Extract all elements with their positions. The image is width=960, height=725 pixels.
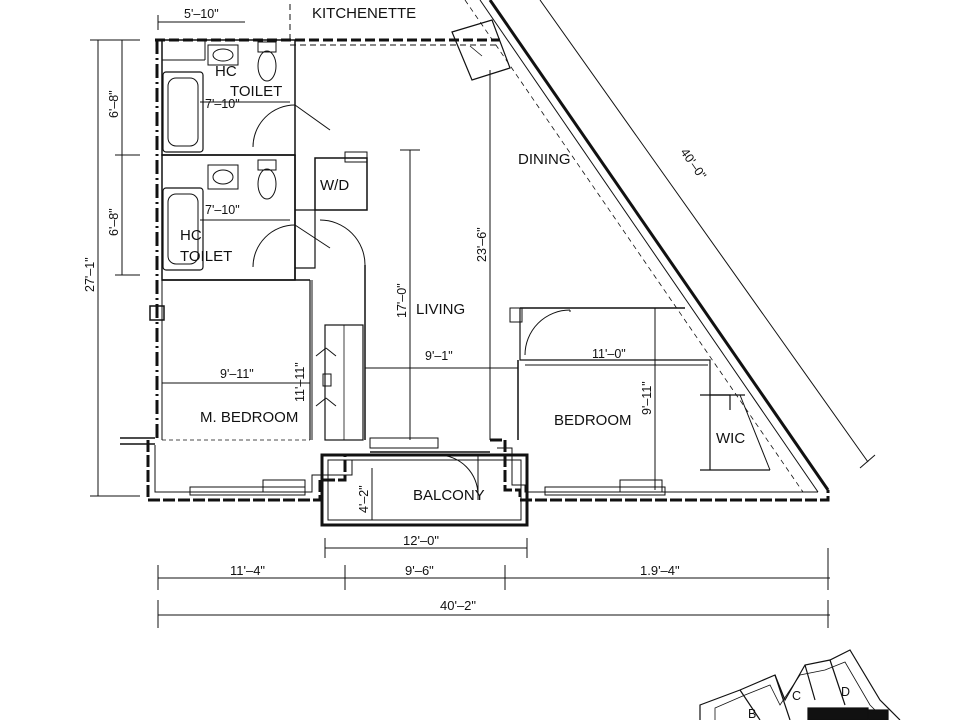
dim-bottom-middle: 9'–6" (405, 563, 434, 578)
key-plan-labels: B C D (748, 685, 850, 721)
label-hc-toilet-2-top: HC (180, 227, 202, 244)
dim-toilet1-height: 6'–8" (107, 90, 121, 118)
label-living: LIVING (416, 301, 465, 318)
dim-balcony-width: 12'–0" (403, 533, 439, 548)
label-wd: W/D (320, 177, 349, 194)
dim-toilet2-width: 7'–10" (205, 203, 240, 217)
dim-m-bedroom-height: 11'–11" (293, 362, 307, 402)
room-labels: KITCHENETTE DINING LIVING M. BEDROOM BED… (180, 5, 745, 504)
dim-top-left: 5'–10" (184, 7, 219, 21)
label-hc-toilet-1-bottom: TOILET (230, 83, 282, 100)
dim-bedroom-width: 11'–0" (592, 347, 626, 361)
dim-left-total: 27'–1" (83, 257, 97, 292)
label-kitchenette: KITCHENETTE (312, 5, 416, 22)
key-plan (699, 649, 901, 721)
label-bedroom: BEDROOM (554, 412, 632, 429)
interior-walls (161, 0, 771, 471)
key-plan-unit-b: B (748, 707, 756, 720)
dimension-lines (90, 0, 876, 628)
dim-bottom-left: 11'–4" (230, 563, 265, 578)
label-wic: WIC (716, 430, 745, 447)
label-hc-toilet-2-bottom: TOILET (180, 248, 232, 265)
dim-toilet2-height: 6'–8" (107, 208, 121, 236)
dim-toilet1-width: 7'–10" (205, 97, 240, 111)
dim-living-width: 9'–1" (425, 349, 453, 363)
label-hc-toilet-1-top: HC (215, 63, 237, 80)
dim-bottom-right: 1.9'–4" (640, 563, 680, 578)
dim-diagonal: 40'–0" (678, 146, 709, 182)
dim-bedroom-height: 9'–11" (640, 381, 654, 415)
dim-living-height: 17'–0" (395, 283, 409, 318)
dim-m-bedroom-width: 9'–11" (220, 367, 254, 381)
outer-walls (120, 0, 830, 502)
label-balcony: BALCONY (413, 487, 485, 504)
key-plan-unit-c: C (792, 689, 801, 703)
dim-bottom-total: 40'–2" (440, 598, 476, 613)
balcony-structure (320, 437, 529, 527)
dimension-labels: 5'–10" 7'–10" 7'–10" 6'–8" 6'–8" 27'–1" … (83, 7, 709, 613)
label-dining: DINING (518, 151, 571, 168)
key-plan-unit-d: D (841, 685, 850, 699)
dim-balcony-depth: 4'–2" (357, 485, 371, 513)
dim-dining-height: 23'–6" (475, 227, 489, 262)
label-m-bedroom: M. BEDROOM (200, 409, 298, 426)
